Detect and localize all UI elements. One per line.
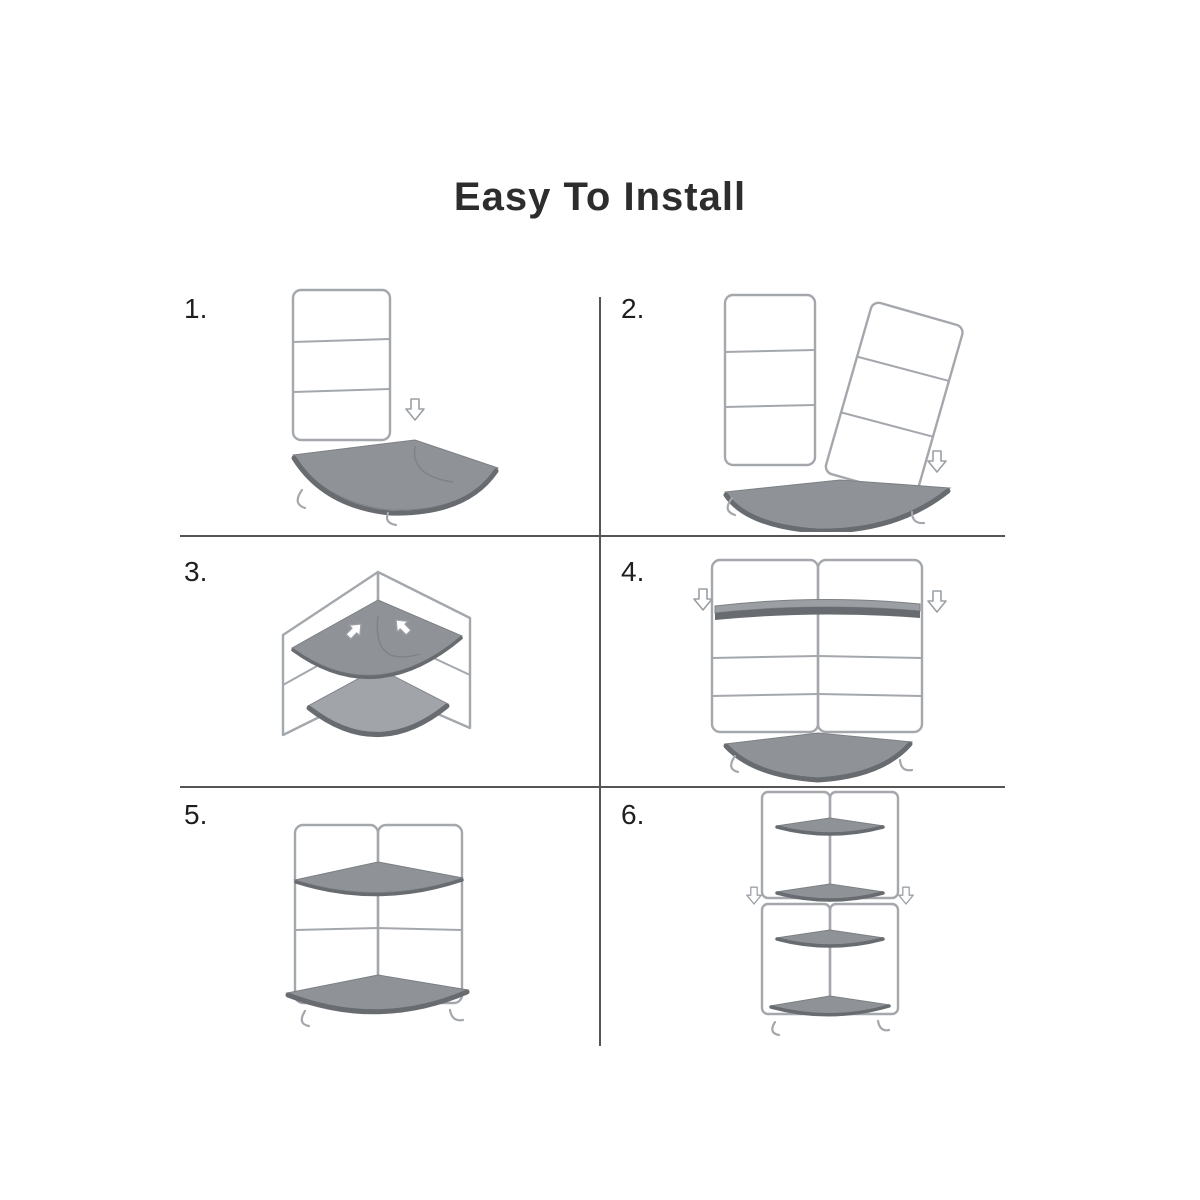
foot-hook [898,758,914,772]
top-shelf-tray [293,861,464,897]
step-4-illustration [693,558,947,783]
top-shelf-tray [291,599,463,680]
shelf-tray [291,439,499,516]
foot-hook [730,754,740,774]
shelf-tray [775,817,885,836]
grid-divider-horizontal-1 [180,535,1005,537]
down-arrow-icon [927,450,947,473]
wire-panel-tilted [824,301,964,498]
step-6-illustration [746,790,914,1037]
shelf-tray [775,929,885,948]
down-arrow-icon [927,590,947,613]
bottom-shelf-tray [723,732,914,783]
corner-arrow-icon [395,619,412,636]
step-2-label: 2. [621,293,645,324]
step-1-illustration [291,288,499,527]
step-5-illustration [285,823,470,1028]
bottom-shelf-tray [285,974,470,1015]
foot-hook [448,1008,465,1022]
foot-hook [726,496,737,517]
wire-panel [291,288,392,442]
wire-panel [293,823,380,1005]
step-5-label: 5. [184,799,208,830]
bottom-shelf-tray [306,667,450,737]
down-arrow-icon [693,588,713,611]
down-arrow-icon [405,398,425,421]
shelf-tray [723,479,952,532]
corner-arrow-icon [345,623,362,640]
shelf-tray [775,883,885,902]
down-arrow-icon [898,886,914,905]
foot-hook [385,511,398,527]
step-6-label: 6. [621,799,645,830]
foot-hook [296,488,307,510]
grid-divider-horizontal-2 [180,786,1005,788]
top-shelf-tray [714,598,921,620]
step-1-label: 1. [184,293,208,324]
page-title: Easy To Install [453,175,747,219]
step-4-label: 4. [621,556,645,587]
wire-panel [376,823,464,1005]
foot-hook [771,1020,781,1037]
step-3-illustration [281,570,472,737]
wire-panel [816,558,924,734]
grid-divider-vertical [599,297,601,1046]
wire-panel [760,790,900,900]
down-arrow-icon [746,886,762,905]
step-3-label: 3. [184,556,208,587]
step-2-illustration [723,293,964,532]
foot-hook [876,1019,891,1032]
shelf-tray [769,995,891,1017]
foot-hook [910,510,926,525]
foot-hook [300,1009,311,1028]
wire-panel [710,558,820,734]
wire-panel [723,293,817,467]
